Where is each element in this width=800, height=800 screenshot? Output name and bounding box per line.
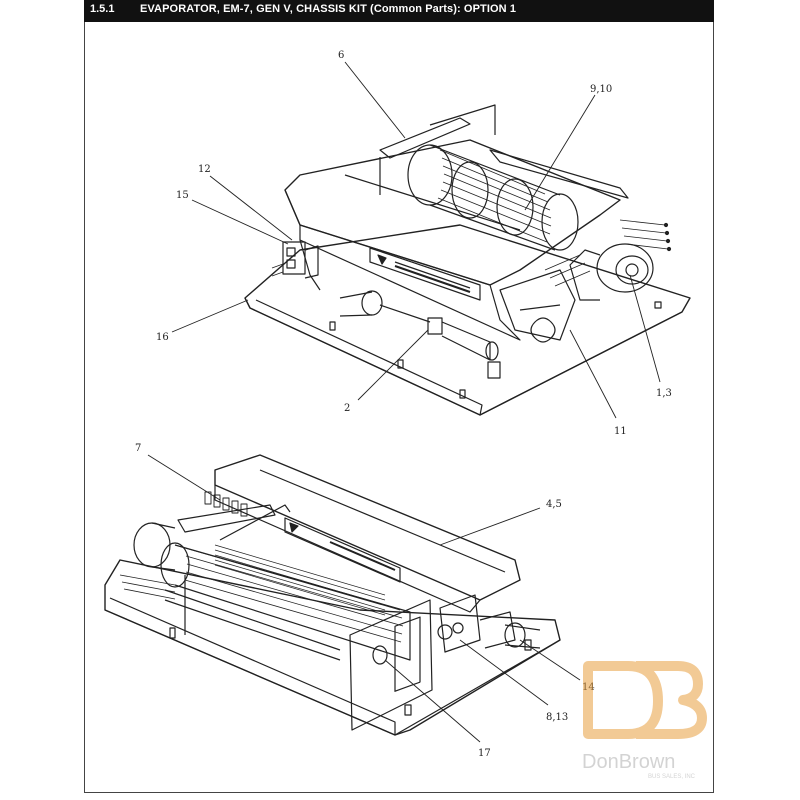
section-number: 1.5.1	[90, 3, 115, 15]
callout-16: 16	[156, 332, 169, 343]
lower-assembly	[104, 454, 561, 736]
callout-17: 17	[478, 748, 491, 759]
section-title: EVAPORATOR, EM-7, GEN V, CHASSIS KIT (Co…	[140, 3, 517, 15]
callout-6: 6	[338, 50, 344, 61]
callout-11: 11	[614, 426, 627, 437]
logo-tagline: BUS SALES, INC	[648, 774, 696, 780]
callout-7: 7	[135, 443, 141, 454]
callout-1-3: 1,3	[656, 388, 672, 399]
callout-15: 15	[176, 190, 189, 201]
upper-assembly	[244, 104, 691, 416]
callout-12: 12	[198, 164, 211, 175]
callout-2: 2	[344, 403, 350, 414]
callout-9-10: 9,10	[590, 84, 612, 95]
diagram-frame	[84, 22, 714, 793]
callout-4-5: 4,5	[546, 499, 562, 510]
header-bar: 1.5.1 EVAPORATOR, EM-7, GEN V, CHASSIS K…	[84, 0, 714, 22]
donbrown-logo: DonBrown BUS SALES, INC	[582, 661, 707, 780]
logo-name: DonBrown	[582, 751, 675, 773]
leader-lines	[147, 61, 661, 743]
callout-8-13: 8,13	[546, 712, 568, 723]
